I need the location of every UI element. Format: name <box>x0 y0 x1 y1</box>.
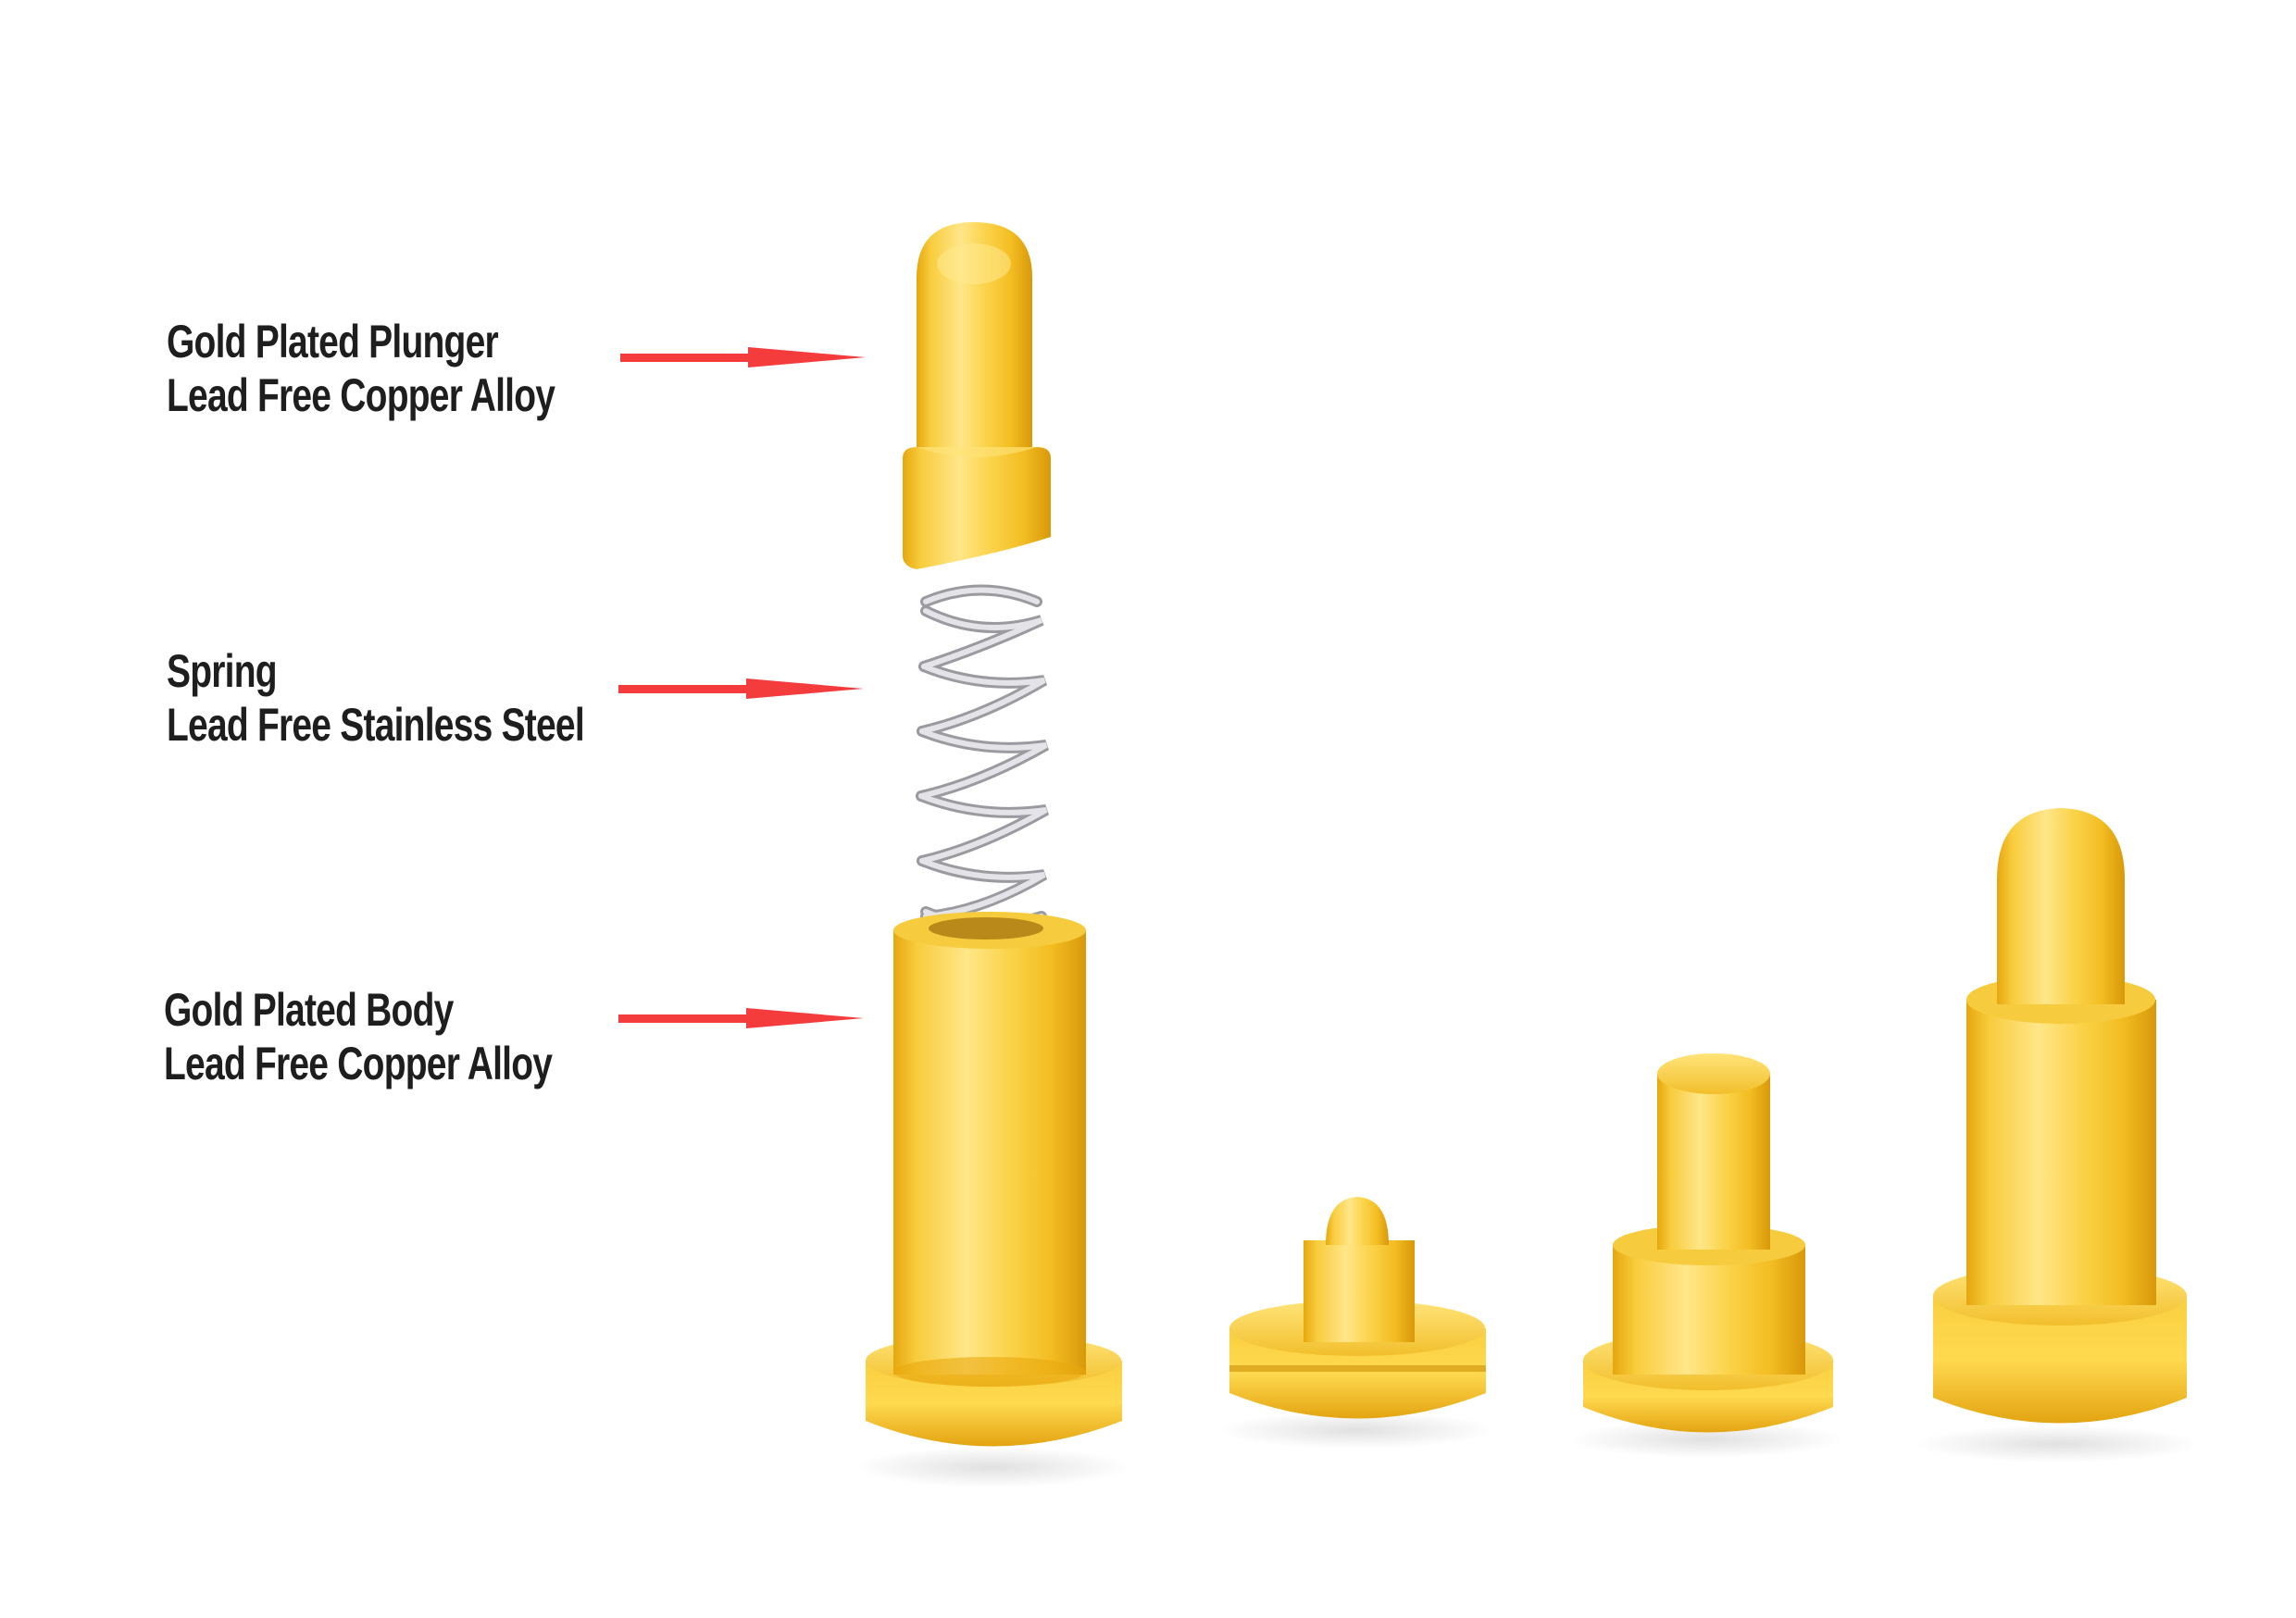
medium-pin <box>1566 1053 1844 1458</box>
callout-spring-title: Spring <box>167 645 278 697</box>
tall-pin <box>1914 808 2201 1462</box>
callout-plunger-material: Lead Free Copper Alloy <box>167 369 555 421</box>
callout-plunger-title: Gold Plated Plunger <box>167 316 499 367</box>
callout-spring-material: Lead Free Stainless Steel <box>167 699 585 751</box>
callout-body-title: Gold Plated Body <box>164 984 454 1036</box>
arrow-spring <box>618 678 864 699</box>
spring-part <box>916 584 1049 930</box>
arrow-plunger <box>620 347 866 367</box>
callout-spring-label: Spring Lead Free Stainless Steel <box>167 644 585 752</box>
callout-body-label: Gold Plated Body Lead Free Copper Alloy <box>164 983 553 1090</box>
arrow-body <box>618 1008 864 1028</box>
plunger-part <box>903 222 1051 569</box>
body-part <box>854 912 1131 1487</box>
short-pin <box>1217 1197 1495 1449</box>
callout-plunger-label: Gold Plated Plunger Lead Free Copper All… <box>167 315 555 422</box>
callout-body-material: Lead Free Copper Alloy <box>164 1038 553 1089</box>
